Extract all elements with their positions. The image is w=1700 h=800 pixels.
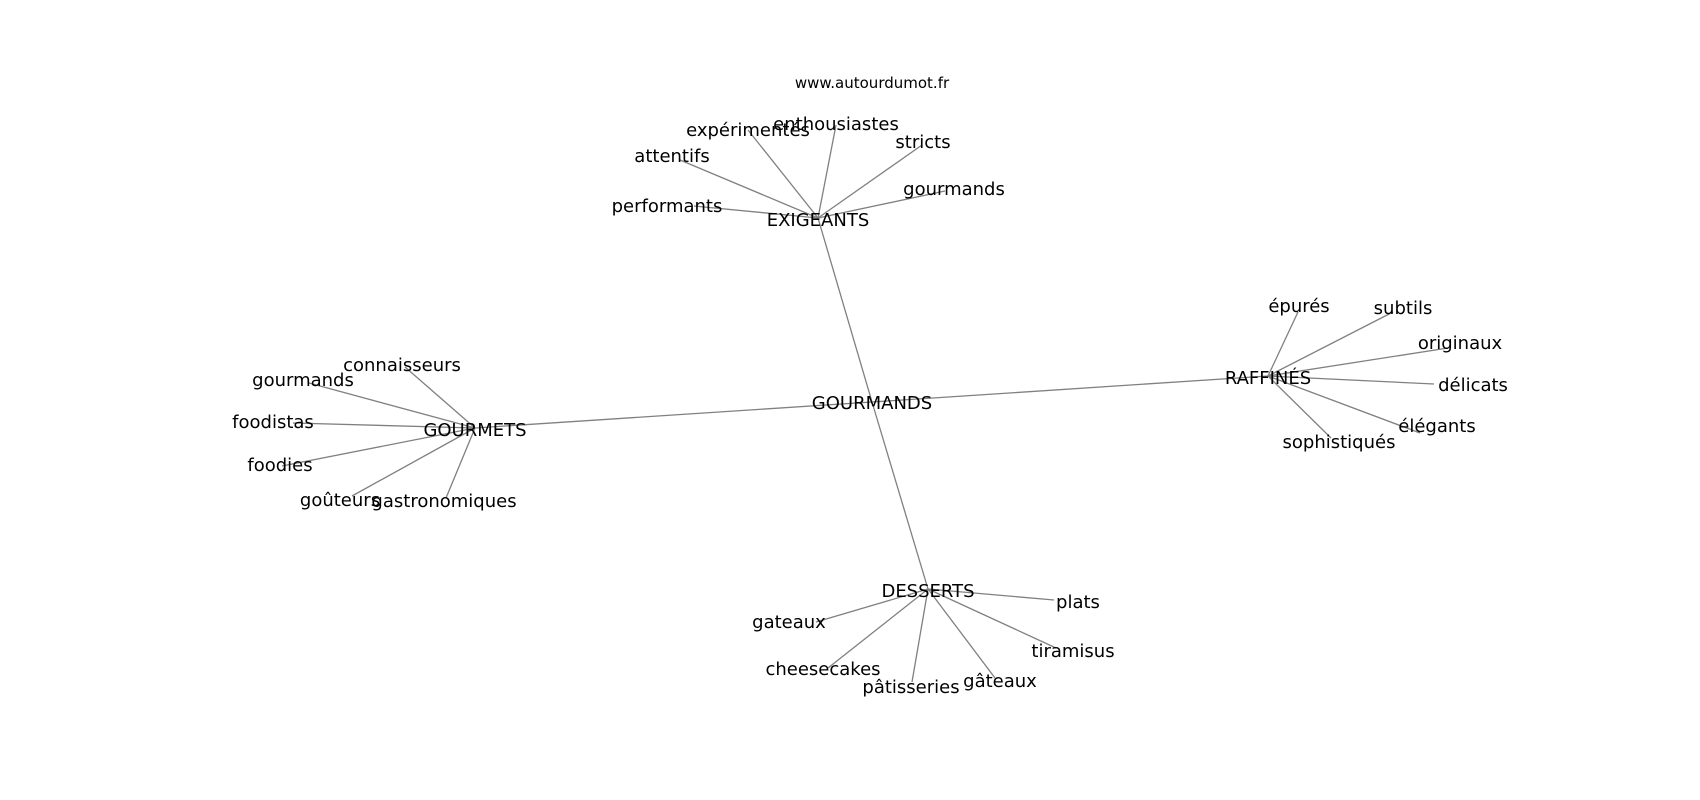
edge-hub-0-leaf-2 (817, 144, 923, 219)
leaf-node-label: gourmands (903, 179, 1005, 200)
edges (281, 124, 1449, 683)
leaf-node-label: délicats (1438, 375, 1508, 396)
edge-hub-2-leaf-2 (1267, 347, 1449, 377)
edge-hub-0-leaf-1 (817, 124, 837, 219)
leaf-node-label: gâteaux (963, 671, 1037, 692)
edge-hub-1-leaf-1 (308, 382, 476, 429)
edge-hub-0-leaf-4 (693, 205, 819, 219)
edge-hub-1-leaf-0 (404, 366, 476, 429)
leaf-node-label: foodies (247, 455, 312, 476)
leaf-node-label: épurés (1268, 296, 1329, 317)
edge-hub-0-leaf-5 (817, 190, 946, 219)
edge-hub-3-leaf-3 (827, 588, 929, 669)
leaf-node-label: pâtisseries (862, 677, 959, 698)
edge-center-1 (474, 401, 873, 429)
node-labels: GOURMANDS EXIGEANTS expérimentésenthousias… (232, 114, 1508, 698)
edge-hub-2-leaf-1 (1267, 311, 1394, 377)
edge-hub-2-leaf-3 (1267, 375, 1435, 385)
leaf-node-label: cheesecakes (765, 659, 880, 680)
leaf-node-label: enthousiastes (773, 114, 899, 135)
edge-hub-0-leaf-0 (747, 129, 819, 219)
leaf-node-label: expérimentés (686, 120, 810, 141)
leaf-node-label: connaisseurs (343, 355, 461, 376)
leaf-node-label: subtils (1374, 298, 1433, 319)
leaf-node-label: gateaux (752, 612, 826, 633)
hub-node-label: RAFFINÉS (1225, 367, 1311, 389)
leaf-node-label: goûteurs (300, 490, 380, 511)
leaf-node-label: foodistas (232, 412, 314, 433)
edge-hub-1-leaf-5 (445, 427, 476, 499)
edge-hub-1-leaf-4 (351, 427, 476, 497)
edge-hub-3-leaf-0 (927, 588, 1055, 601)
edge-hub-1-leaf-2 (292, 422, 476, 429)
edge-hub-2-leaf-5 (1267, 375, 1332, 439)
leaf-node-label: plats (1056, 592, 1100, 613)
edge-hub-2-leaf-4 (1267, 375, 1421, 434)
leaf-node-label: tiramisus (1031, 641, 1114, 662)
leaf-node-label: stricts (895, 132, 950, 153)
edge-center-2 (871, 375, 1269, 403)
hub-node-label: EXIGEANTS (767, 210, 870, 231)
edge-hub-2-leaf-0 (1267, 311, 1299, 377)
source-watermark: www.autourdumot.fr (795, 74, 950, 92)
leaf-node-label: élégants (1398, 416, 1475, 437)
edge-hub-1-leaf-3 (281, 427, 476, 467)
leaf-node-label: originaux (1418, 333, 1503, 354)
leaf-node-label: gourmands (252, 370, 354, 391)
edge-hub-3-leaf-5 (911, 588, 929, 683)
edge-center-0 (817, 217, 873, 403)
hub-node-label: GOURMETS (423, 420, 526, 441)
hub-node-label: DESSERTS (881, 581, 974, 602)
edge-hub-3-leaf-4 (927, 588, 996, 679)
center-node-label: GOURMANDS (812, 393, 932, 414)
leaf-node-label: attentifs (634, 146, 709, 167)
edge-center-3 (871, 401, 929, 590)
leaf-node-label: sophistiqués (1283, 432, 1396, 453)
leaf-node-label: gastronomiques (371, 491, 516, 512)
edge-hub-3-leaf-1 (815, 588, 929, 623)
edge-hub-0-leaf-3 (679, 159, 819, 219)
leaf-node-label: performants (612, 196, 723, 217)
edge-hub-3-leaf-2 (927, 588, 1057, 649)
